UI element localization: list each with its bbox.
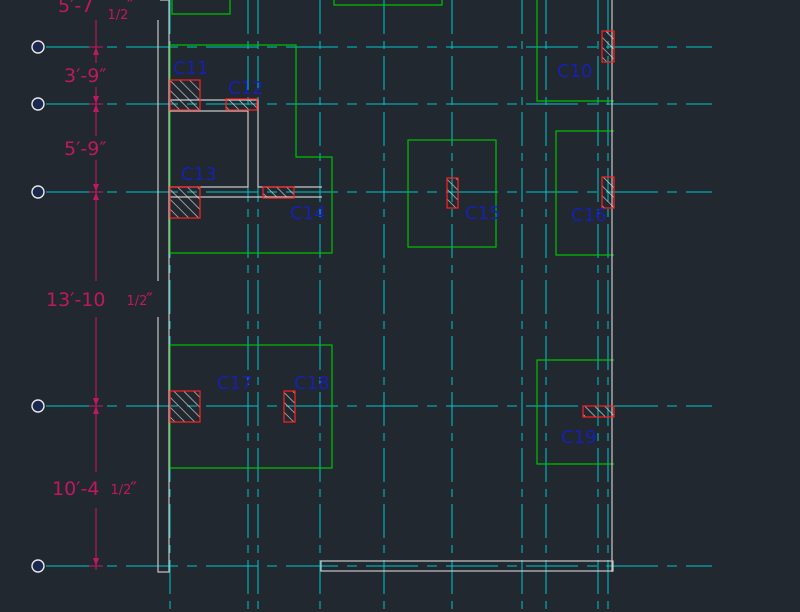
- grid-bubble[interactable]: [31, 559, 45, 573]
- dimension-labels: 5′-7 1/2 ″ 3′-9″ 5′-9″ 13′-10 1/2 ″ 10′-…: [44, 0, 160, 508]
- footing-c10[interactable]: [536, 0, 614, 102]
- footing-c11-c14[interactable]: [169, 44, 333, 254]
- dimension-label-4-suffix: ″: [130, 478, 137, 500]
- dimension-label-3: 13′-10: [46, 289, 106, 311]
- dimension-arrow: [93, 398, 99, 406]
- dimension-arrow: [93, 96, 99, 104]
- footing-c15[interactable]: [407, 139, 497, 248]
- column-label-c18: C18: [294, 373, 329, 394]
- column-c10[interactable]: [601, 30, 615, 63]
- wall-c11-c12-top[interactable]: [170, 110, 249, 188]
- dimension-arrow: [93, 104, 99, 112]
- dimension-arrow: [93, 558, 99, 566]
- column-c14[interactable]: [262, 186, 295, 199]
- footing-top-left[interactable]: [171, 0, 231, 15]
- column-labels: C10 C11 C12 C13 C14 C15 C16 C17 C18 C19: [173, 58, 606, 448]
- dimension-label-mask: [44, 281, 160, 317]
- column-label-c10: C10: [557, 61, 592, 82]
- column-label-c13: C13: [181, 164, 216, 185]
- column-label-c15: C15: [465, 203, 500, 224]
- dimension-label-1: 3′-9″: [64, 65, 106, 87]
- dimension-label-4: 10′-4: [52, 478, 99, 500]
- dimension-label-0-fraction: 1/2: [108, 8, 129, 23]
- columns: [169, 30, 615, 423]
- dimension-label-3-suffix: ″: [146, 289, 153, 311]
- column-label-c11: C11: [173, 58, 208, 79]
- column-label-c17: C17: [217, 373, 252, 394]
- column-c15[interactable]: [446, 177, 459, 209]
- dimension-label-mask: [56, 0, 160, 20]
- grid-bubbles: [31, 40, 45, 573]
- dimension-arrow: [93, 192, 99, 200]
- grid-bubble[interactable]: [31, 40, 45, 54]
- dimension-label-2: 5′-9″: [64, 138, 106, 160]
- dimension-arrow: [93, 184, 99, 192]
- grid-bubble[interactable]: [31, 185, 45, 199]
- column-label-c16: C16: [571, 205, 606, 226]
- grid-bubble[interactable]: [31, 97, 45, 111]
- dimension-label-3-fraction: 1/2: [127, 294, 148, 309]
- column-label-c14: C14: [290, 203, 325, 224]
- column-c18[interactable]: [283, 390, 296, 423]
- dimension-arrow: [93, 47, 99, 55]
- dimension-label-mask: [50, 472, 144, 508]
- dimension-label-4-fraction: 1/2: [111, 483, 132, 498]
- column-c13[interactable]: [169, 186, 201, 219]
- column-c12[interactable]: [225, 98, 258, 111]
- footing-c19[interactable]: [536, 359, 614, 465]
- dimension-arrow: [93, 406, 99, 414]
- grid-bubble[interactable]: [31, 399, 45, 413]
- column-label-c19: C19: [561, 427, 596, 448]
- footing-c16[interactable]: [555, 130, 614, 256]
- dimension-label-0-suffix: ″: [127, 0, 134, 17]
- dimension-label-0: 5′-7: [58, 0, 93, 17]
- dimension-label-mask: [62, 63, 134, 87]
- horizontal-grid-lines: [46, 46, 712, 567]
- column-c19[interactable]: [582, 405, 615, 418]
- column-c17[interactable]: [169, 390, 201, 423]
- column-c11[interactable]: [169, 79, 201, 111]
- column-c16[interactable]: [601, 176, 615, 209]
- column-label-c12: C12: [228, 78, 263, 99]
- dimension-label-mask: [62, 136, 134, 160]
- footing-top-center[interactable]: [333, 0, 443, 6]
- wall-bottom-horizontal[interactable]: [320, 560, 614, 572]
